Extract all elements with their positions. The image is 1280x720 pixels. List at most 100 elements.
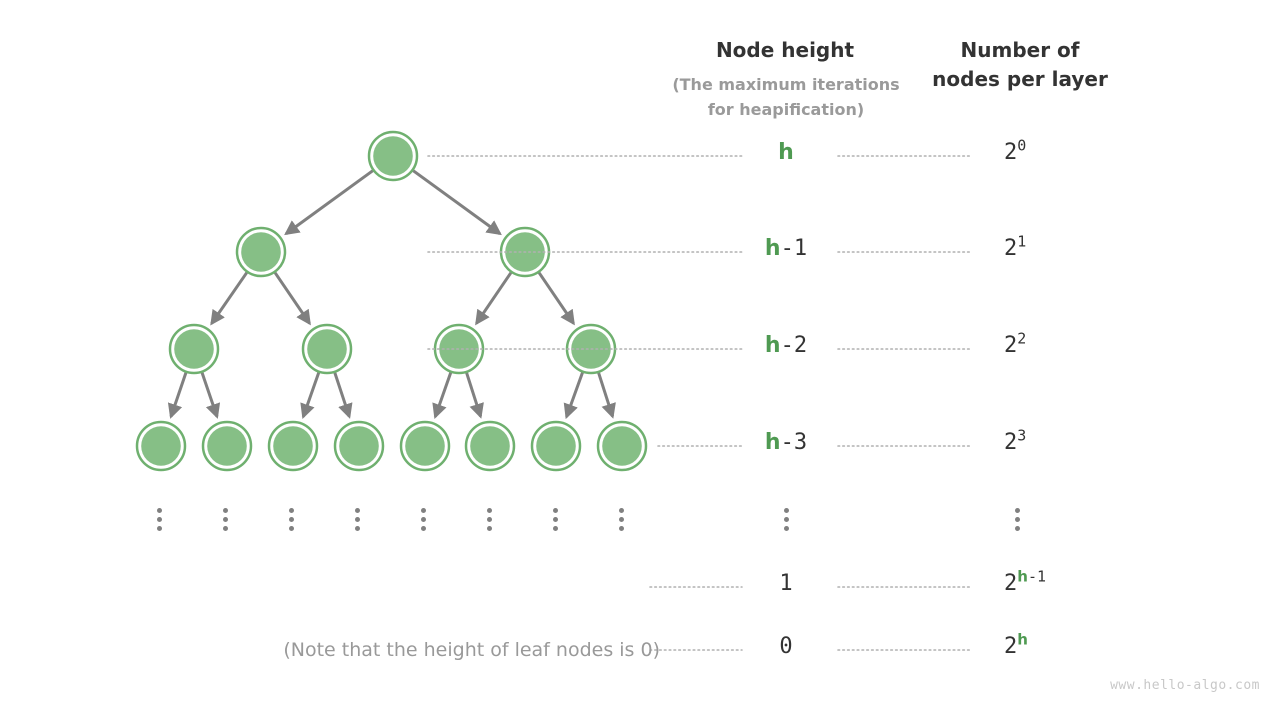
- tree-nodes: [135, 130, 648, 472]
- count-exponent: 1: [1017, 233, 1026, 251]
- tree-edge: [432, 372, 453, 420]
- exponent-offset: 1: [1017, 232, 1027, 251]
- count-base: 2: [1004, 333, 1018, 358]
- tree-edge: [300, 372, 321, 420]
- tree-ellipsis-3: [352, 508, 362, 531]
- node-inner-ring: [336, 423, 382, 469]
- count-exponent: 3: [1017, 427, 1026, 445]
- exponent-offset: 2: [1017, 329, 1027, 348]
- height-label-0: h: [726, 140, 846, 165]
- tree-edge: [412, 169, 502, 236]
- exponent-symbol: h: [1017, 630, 1028, 649]
- tree-ellipsis-5: [484, 508, 494, 531]
- node-outer-ring: [235, 226, 287, 278]
- node-inner-ring: [467, 423, 513, 469]
- node-inner-ring: [599, 423, 645, 469]
- height-label-1: h-1: [726, 236, 846, 261]
- count-exponent: h: [1017, 631, 1028, 649]
- node-count-label-0: 20: [1004, 137, 1154, 165]
- tree-edge: [210, 271, 249, 326]
- tree-edge: [475, 271, 513, 326]
- height-label-2: h-2: [726, 333, 846, 358]
- node-count-label-1: 21: [1004, 233, 1154, 261]
- watermark: www.hello-algo.com: [1110, 678, 1260, 693]
- tree-edge: [537, 271, 575, 326]
- tree-node: [333, 420, 385, 472]
- tree-edge: [465, 372, 484, 419]
- node-inner-ring: [533, 423, 579, 469]
- count-exponent: 0: [1017, 137, 1026, 155]
- node-count-label-3: 23: [1004, 427, 1154, 455]
- node-count-label-4: 2h-1: [1004, 568, 1154, 596]
- height-offset: 1: [779, 571, 793, 596]
- node-outer-ring: [135, 420, 187, 472]
- leader-lines: [427, 155, 971, 651]
- node-fill: [174, 329, 214, 369]
- tree-edges: [167, 169, 616, 420]
- nodes-per-layer-header-line2: nodes per layer: [932, 67, 1108, 91]
- tree-edge: [597, 372, 616, 419]
- node-outer-ring: [464, 420, 516, 472]
- node-fill: [141, 426, 181, 466]
- height-offset: -3: [780, 430, 808, 455]
- tree-ellipsis-2: [286, 508, 296, 531]
- tree-node: [596, 420, 648, 472]
- node-fill: [602, 426, 642, 466]
- exponent-offset: 3: [1017, 426, 1027, 445]
- tree-node: [135, 420, 187, 472]
- node-inner-ring: [171, 326, 217, 372]
- node-count-label-2: 22: [1004, 329, 1154, 358]
- node-fill: [339, 426, 379, 466]
- node-inner-ring: [502, 229, 548, 275]
- node-fill: [470, 426, 510, 466]
- height-offset: -2: [780, 333, 808, 358]
- leaf-height-note: (Note that the height of leaf nodes is 0…: [283, 639, 660, 661]
- node-outer-ring: [399, 420, 451, 472]
- tree-edge: [200, 372, 221, 419]
- node-inner-ring: [402, 423, 448, 469]
- tree-node: [301, 323, 353, 375]
- node-inner-ring: [204, 423, 250, 469]
- tree-node: [168, 323, 220, 375]
- tree-edge: [284, 169, 374, 236]
- node-fill: [241, 232, 281, 272]
- tree-ellipsis-4: [418, 508, 428, 531]
- node-height-subheader-line1: (The maximum iterations: [672, 75, 900, 94]
- count-exponent: h-1: [1017, 568, 1046, 586]
- node-height-subheader-line2: for heapification): [707, 100, 865, 119]
- tree-ellipsis-6: [550, 508, 560, 531]
- node-outer-ring: [267, 420, 319, 472]
- exponent-symbol: h: [1017, 567, 1028, 586]
- nodes-per-layer-header: Number of nodes per layer: [905, 36, 1135, 94]
- tree-node: [267, 420, 319, 472]
- node-fill: [207, 426, 247, 466]
- height-label-3: h-3: [726, 430, 846, 455]
- tree-node: [464, 420, 516, 472]
- node-fill: [273, 426, 313, 466]
- count-base: 2: [1004, 140, 1018, 165]
- node-fill: [373, 136, 413, 176]
- height-offset: -1: [780, 236, 808, 261]
- node-inner-ring: [270, 423, 316, 469]
- tree-edge: [333, 372, 353, 419]
- node-fill: [405, 426, 445, 466]
- tree-edge: [563, 372, 584, 420]
- height-offset: 0: [779, 634, 793, 659]
- tree-node: [235, 226, 287, 278]
- node-count-label-5: 2h: [1004, 631, 1154, 659]
- node-inner-ring: [370, 133, 416, 179]
- exponent-offset: -1: [1027, 567, 1046, 586]
- tree-node: [367, 130, 419, 182]
- tree-ellipsis-7: [616, 508, 626, 531]
- height-symbol: h: [764, 430, 781, 455]
- count-base: 2: [1004, 236, 1018, 261]
- node-inner-ring: [304, 326, 350, 372]
- node-outer-ring: [596, 420, 648, 472]
- node-outer-ring: [201, 420, 253, 472]
- node-outer-ring: [367, 130, 419, 182]
- node-fill: [536, 426, 576, 466]
- tree-node: [530, 420, 582, 472]
- node-fill: [307, 329, 347, 369]
